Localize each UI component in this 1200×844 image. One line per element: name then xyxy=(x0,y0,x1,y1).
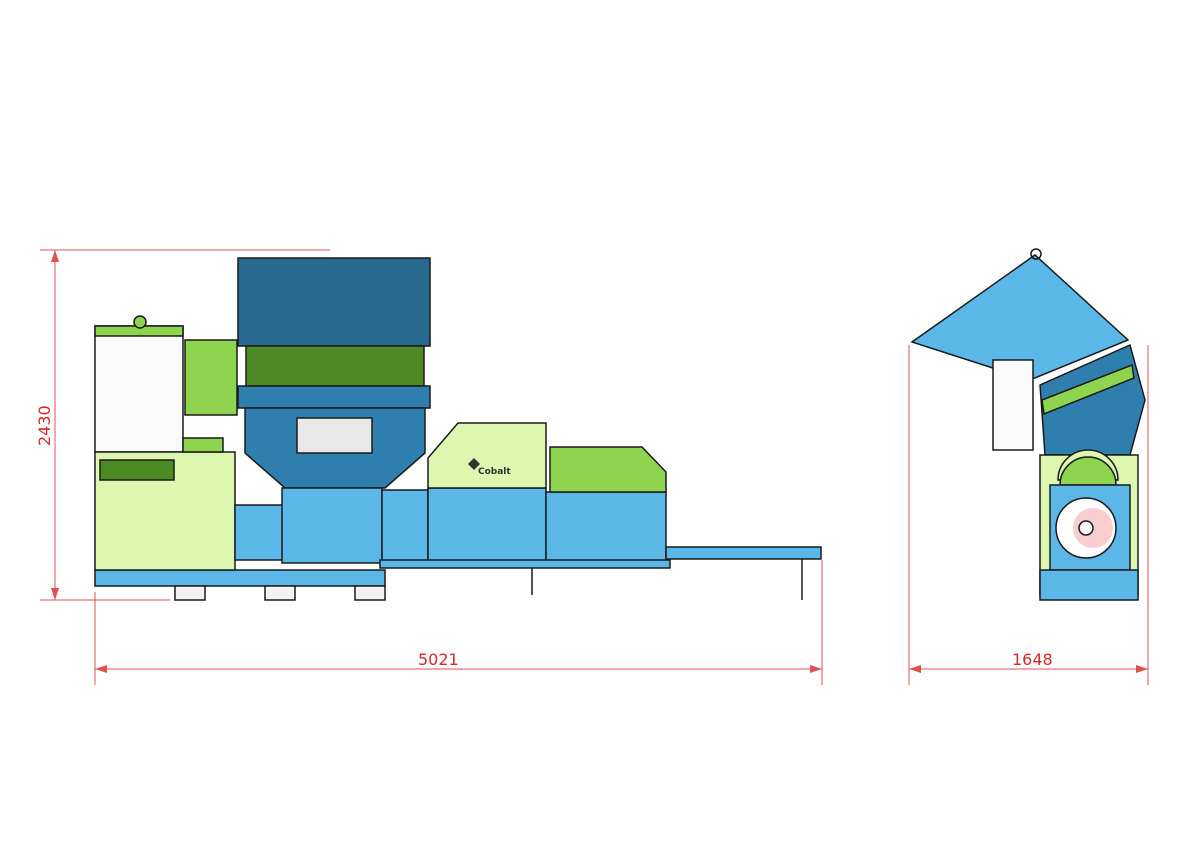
height-label: 2430 xyxy=(35,405,54,446)
logo-text: Cobalt xyxy=(478,467,511,477)
length-label: 5021 xyxy=(418,650,459,669)
cover-front xyxy=(427,422,547,489)
width-label: 1648 xyxy=(1012,650,1053,669)
brand-logo: Cobalt xyxy=(468,458,511,477)
control-cabinet xyxy=(94,325,184,453)
hopper-lid xyxy=(237,257,431,347)
height-dimension: 2430 xyxy=(35,249,330,601)
machine-side-view: Cobalt xyxy=(94,257,822,601)
length-dimension: 5021 xyxy=(94,560,823,685)
hopper-lid-open xyxy=(910,254,1130,381)
width-dimension: 1648 xyxy=(908,345,1149,685)
machine-end-view xyxy=(910,248,1146,601)
